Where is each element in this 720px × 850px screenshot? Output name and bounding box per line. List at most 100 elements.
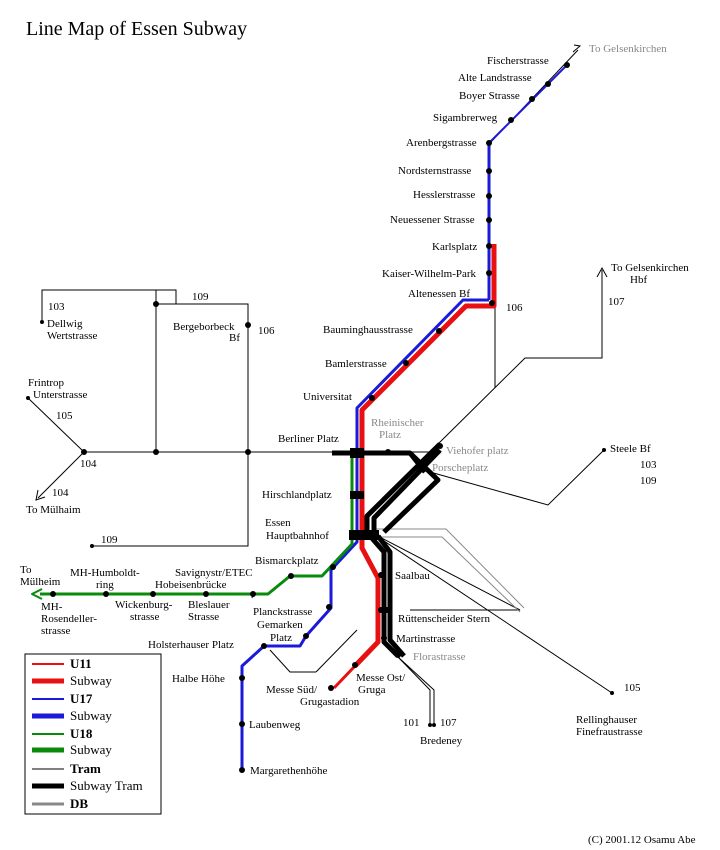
station-label: strasse <box>130 611 159 623</box>
station-label: Bergeborbeck <box>173 321 235 333</box>
station-dot <box>239 675 245 681</box>
station-label: Florastrasse <box>413 651 466 663</box>
station-dot <box>250 591 256 597</box>
line-number: 105 <box>56 410 73 422</box>
dest-gelsenkirchen-hbf-2: Hbf <box>630 274 647 286</box>
station-dot <box>395 652 401 658</box>
station-label: Neuessener Strasse <box>390 214 475 226</box>
dest-gelsenkirchen: To Gelsenkirchen <box>589 43 667 55</box>
station-label: Frintrop <box>28 377 65 389</box>
subway-tram-porscheplatz <box>382 451 441 534</box>
arrow-icon <box>35 489 46 501</box>
station-dot <box>545 81 551 87</box>
station-dot <box>245 449 251 455</box>
station-label: Steele Bf <box>610 443 651 455</box>
arrow-icon <box>31 588 43 600</box>
line-number: 107 <box>440 717 457 729</box>
station-label: Nordsternstrasse <box>398 165 471 177</box>
line-number: 109 <box>640 475 657 487</box>
station-label: Unterstrasse <box>33 389 87 401</box>
arrow-icon <box>572 44 582 53</box>
line-number: 106 <box>506 302 523 314</box>
station-dot <box>239 767 245 773</box>
line-number: 101 <box>403 717 420 729</box>
tram-link-holsterhausen <box>269 649 316 673</box>
line-number: 105 <box>624 682 641 694</box>
station-label: Holsterhauser Platz <box>148 639 234 651</box>
u17-north-branch <box>488 63 569 144</box>
legend-u17-subway: Subway <box>70 708 112 723</box>
station-label: Hobeisenbrücke <box>155 579 227 591</box>
station-dot <box>381 635 387 641</box>
station-label: Dellwig <box>47 318 83 330</box>
station-label: Saalbau <box>395 570 430 582</box>
station-label: Bredeney <box>420 735 463 747</box>
station-dot <box>486 217 492 223</box>
legend-u17: U17 <box>70 691 93 706</box>
line-number: 107 <box>608 296 625 308</box>
dest-mulheim-u18-2: Mülheim <box>20 576 61 588</box>
station-label: ring <box>96 579 114 591</box>
tram-line-109-top <box>156 303 249 452</box>
db-line-b <box>372 536 521 613</box>
subway-tram-south-b <box>376 534 406 658</box>
station-dot <box>328 685 334 691</box>
line-number: 103 <box>640 459 657 471</box>
station-box <box>349 530 379 540</box>
station-label: Savignystr/ETEC <box>175 567 253 579</box>
station-label: Platz <box>379 429 401 441</box>
u11-main <box>353 244 497 668</box>
map-title: Line Map of Essen Subway <box>26 18 247 40</box>
station-label: Martinstrasse <box>396 633 455 645</box>
station-label: Universitat <box>303 391 352 403</box>
station-dot <box>90 544 94 548</box>
station-label: Grugastadion <box>300 696 360 708</box>
u11-line <box>332 244 497 690</box>
tram-link-messe <box>315 629 358 673</box>
station-label: Hirschlandplatz <box>262 489 332 501</box>
line-number: 104 <box>80 458 97 470</box>
arrow-icon <box>596 266 608 278</box>
station-dot <box>420 463 426 469</box>
u11-messe-branch <box>332 664 357 690</box>
station-dot <box>602 448 606 452</box>
station-label: Messe Süd/ <box>266 684 318 696</box>
station-label: Porscheplatz <box>432 462 488 474</box>
tram-line-101-bredeney <box>397 656 431 725</box>
legend: U11 Subway U17 Subway U18 Subway Tram Su… <box>24 653 162 815</box>
station-dot <box>564 62 570 68</box>
station-label: Essen <box>265 517 291 529</box>
station-label: Rellinghauser <box>576 714 637 726</box>
station-label: Bamlerstrasse <box>325 358 387 370</box>
station-dot <box>436 328 442 334</box>
station-dot <box>508 117 514 123</box>
line-number: 109 <box>192 291 209 303</box>
copyright: (C) 2001.12 Osamu Abe <box>588 834 696 846</box>
station-label: Rosendeller- <box>41 613 97 625</box>
station-dot <box>203 591 209 597</box>
station-label: Fischerstrasse <box>487 55 549 67</box>
station-label: Gemarken <box>257 619 303 631</box>
station-dot <box>369 395 375 401</box>
legend-db: DB <box>70 796 88 811</box>
station-dot <box>385 449 391 455</box>
station-dot <box>40 320 44 324</box>
subway-tram-viehofer-b <box>371 448 442 540</box>
station-box <box>350 491 364 499</box>
station-label: Arenbergstrasse <box>406 137 477 149</box>
legend-u11-subway: Subway <box>70 673 112 688</box>
tram-lines <box>27 44 613 725</box>
station-label: Hauptbahnhof <box>266 530 329 542</box>
dest-mulheim-tram: To Mülhaim <box>26 504 81 516</box>
station-dot <box>81 449 87 455</box>
station-labels: Fischerstrasse Alte Landstrasse Boyer St… <box>28 55 651 777</box>
station-dot <box>437 443 443 449</box>
tram-line-109-low <box>92 452 249 547</box>
station-dot <box>378 607 384 613</box>
legend-tram: Tram <box>70 761 101 776</box>
station-label: Rheinischer <box>371 417 424 429</box>
line-number: 106 <box>258 325 275 337</box>
station-dot <box>352 662 358 668</box>
u18-line <box>31 450 354 600</box>
